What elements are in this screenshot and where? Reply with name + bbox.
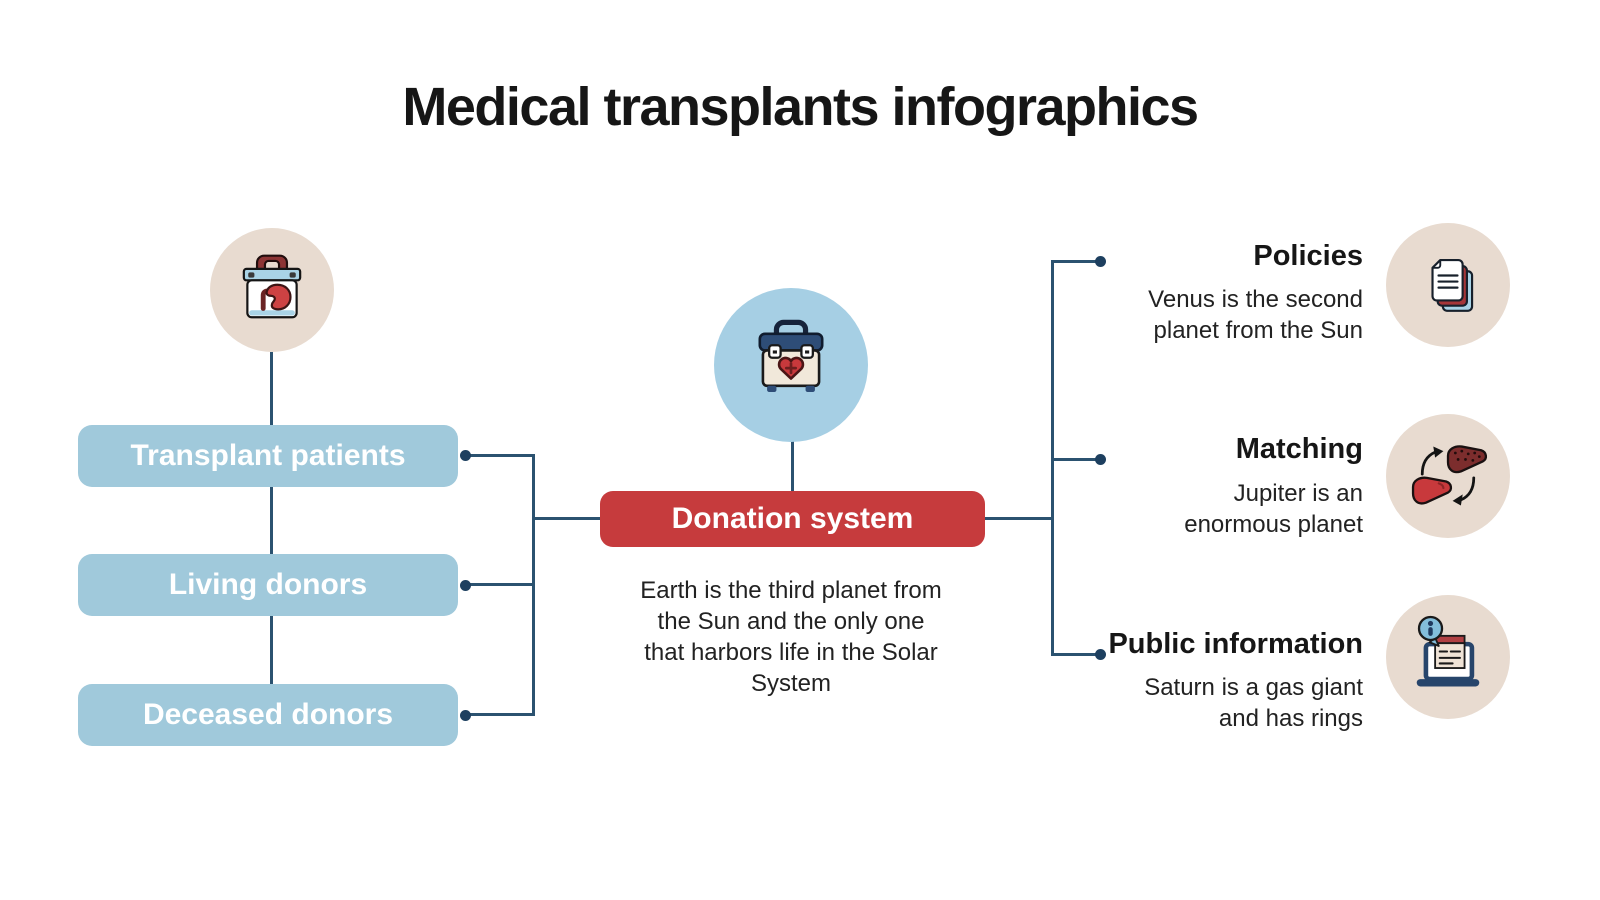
right-item-desc-policies: Venus is the second planet from the Sun [1148, 286, 1363, 344]
donation-badge [714, 288, 868, 442]
policies-badge [1386, 223, 1510, 347]
organ-box-badge [210, 228, 334, 352]
documents-icon [1431, 258, 1474, 312]
node-deceased-donors: Deceased donors [78, 684, 458, 746]
node-living-donors: Living donors [78, 554, 458, 616]
connector-line-left-collector [532, 454, 535, 716]
organ-transport-box-icon [242, 254, 302, 319]
public-information-badge [1386, 595, 1510, 719]
right-item-title-public-information: Public information [1108, 628, 1363, 660]
node-transplant-patients: Transplant patients [78, 425, 458, 487]
connector-line [1051, 458, 1101, 461]
connector-line [466, 454, 534, 457]
connector-dot [1095, 649, 1106, 660]
connector-dot [460, 580, 471, 591]
connector-dot [1095, 256, 1106, 267]
right-item-title-matching: Matching [1235, 433, 1363, 465]
page-title: Medical transplants infographics [402, 77, 1199, 137]
connector-line [1051, 260, 1101, 263]
connector-line [1051, 653, 1101, 656]
right-item-desc-public-information: Saturn is a gas giant and has rings [1144, 674, 1363, 732]
connector-line-center [791, 441, 794, 491]
right-item-desc-matching: Jupiter is an enormous planet [1184, 480, 1363, 538]
matching-badge [1386, 414, 1510, 538]
connector-dot [460, 710, 471, 721]
node-donation-system: Donation system [600, 491, 985, 547]
connector-line [534, 517, 600, 520]
laptop-info-icon [1416, 615, 1480, 687]
connector-dot [460, 450, 471, 461]
connector-line [466, 713, 534, 716]
connector-line [466, 583, 534, 586]
connector-dot [1095, 454, 1106, 465]
first-aid-kit-icon [758, 319, 824, 393]
center-description: Earth is the third planet from the Sun a… [640, 577, 942, 697]
connector-line-left-spine [270, 352, 273, 686]
connector-line [985, 517, 1053, 520]
right-item-title-policies: Policies [1253, 240, 1363, 272]
organ-exchange-icon [1411, 445, 1488, 506]
